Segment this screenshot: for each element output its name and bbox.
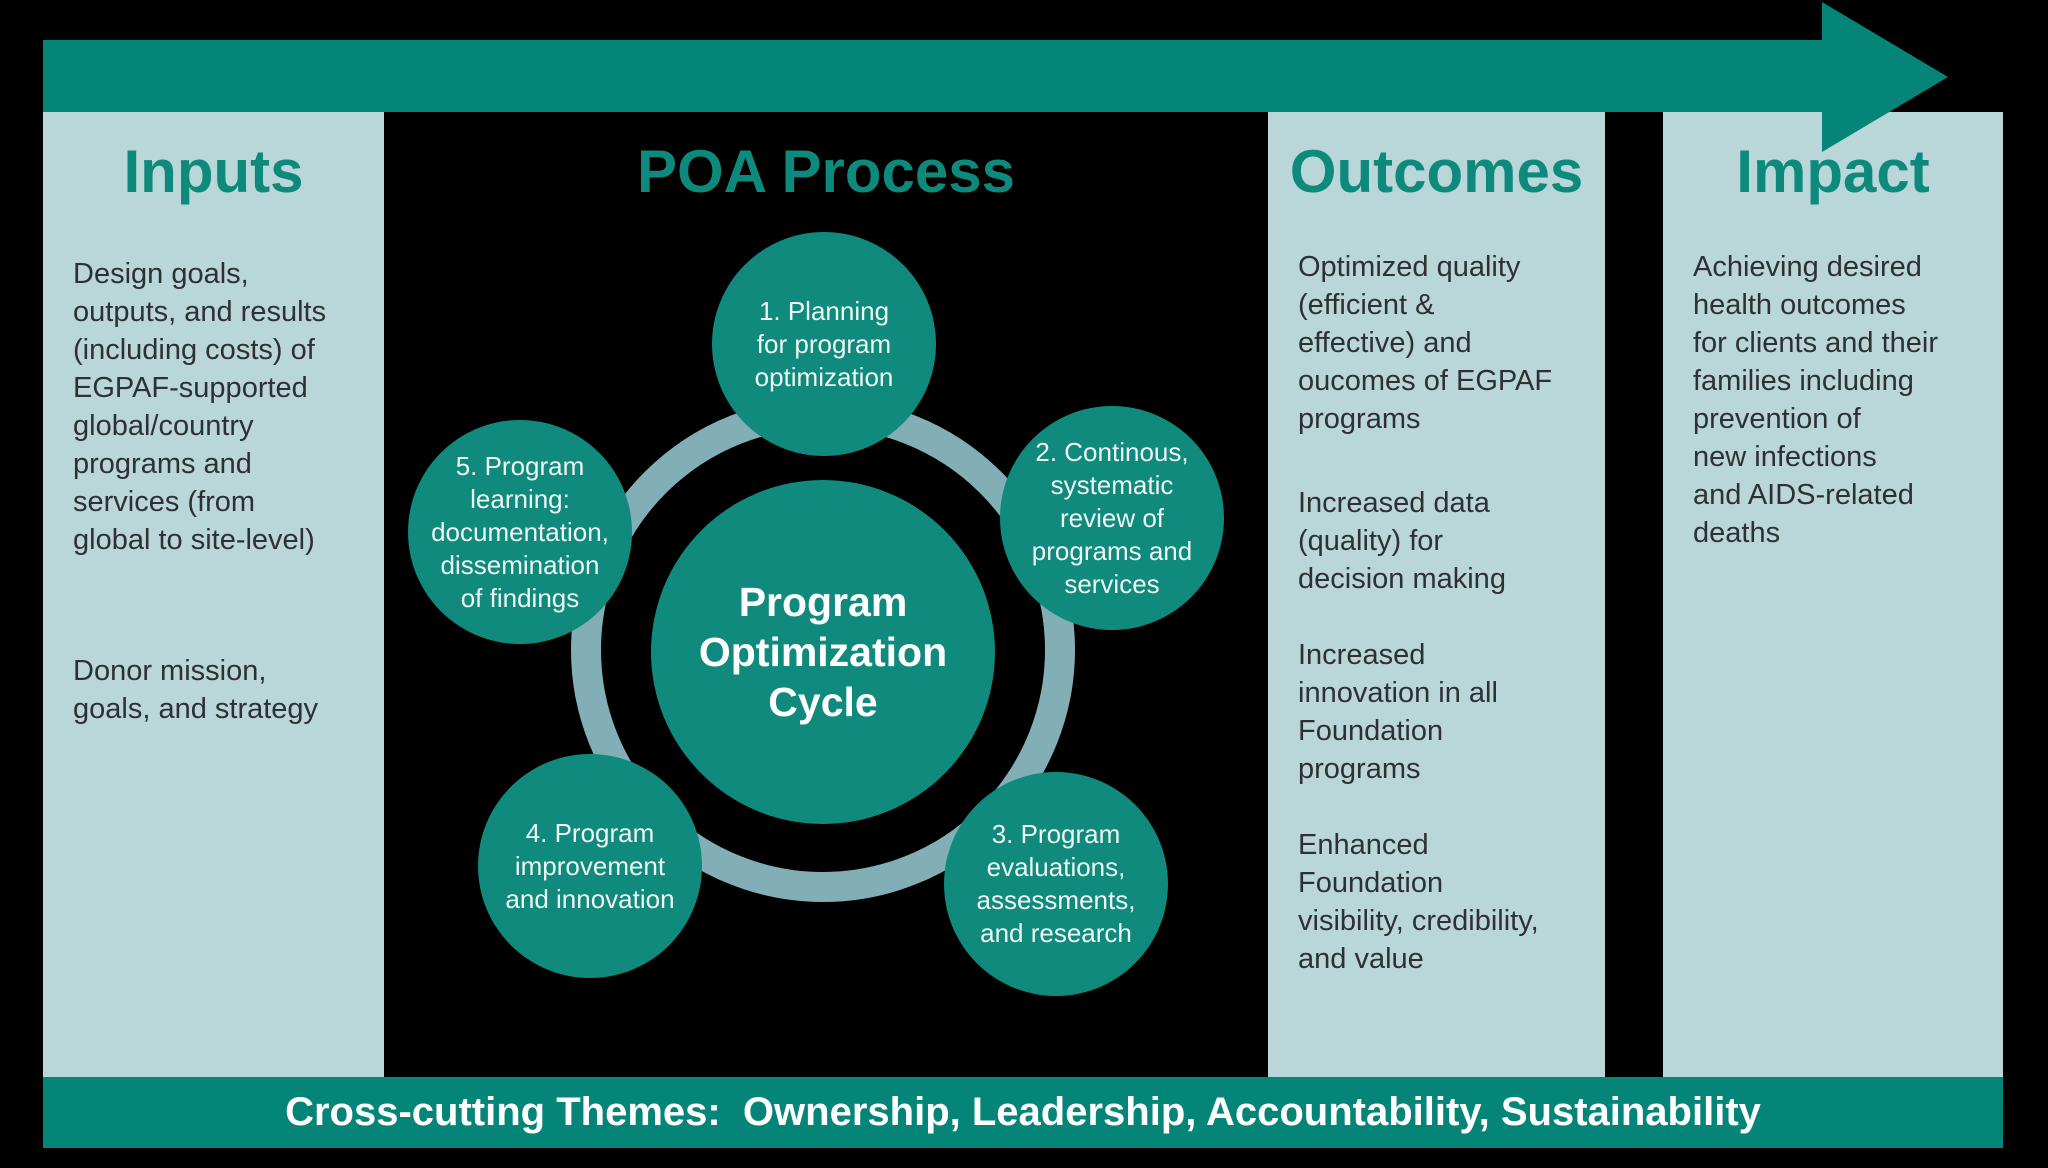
step-circle-2: 2. Continous, systematic review of progr… (1000, 406, 1224, 630)
inputs-paragraph-1: Design goals, outputs, and results (incl… (73, 258, 327, 556)
inputs-paragraph-2: Donor mission, goals, and strategy (73, 655, 319, 725)
impact-paragraph-1: Achieving desired health outcomes for cl… (1693, 251, 1939, 549)
flow-arrow-band (43, 40, 1824, 112)
cross-cutting-themes-banner: Cross-cutting Themes: Ownership, Leaders… (43, 1077, 2003, 1148)
outcomes-paragraph-3: Increased innovation in all Foundation p… (1298, 639, 1498, 785)
step-circle-3: 3. Program evaluations, assessments, and… (944, 772, 1168, 996)
impact-panel: Impact Achieving desired health outcomes… (1663, 112, 2003, 1077)
outcomes-paragraph-1: Optimized quality (efficient & effective… (1298, 251, 1553, 435)
outcomes-paragraph-2: Increased data (quality) for decision ma… (1298, 487, 1506, 595)
outcomes-title: Outcomes (1289, 138, 1584, 205)
step-circle-1: 1. Planning for program optimization (712, 232, 936, 456)
poa-process-title: POA Process (637, 138, 1015, 205)
cross-cutting-themes-text: Cross-cutting Themes: Ownership, Leaders… (285, 1090, 1761, 1134)
inputs-panel: Inputs Design goals, outputs, and result… (43, 112, 384, 1077)
flow-arrow-head-icon (1822, 2, 1948, 152)
cycle-center-circle: Program Optimization Cycle (651, 480, 995, 824)
outcomes-panel: Outcomes Optimized quality (efficient & … (1268, 112, 1605, 1077)
inputs-title: Inputs (123, 138, 304, 205)
step-circle-4: 4. Program improvement and innovation (478, 754, 702, 978)
outcomes-paragraph-4: Enhanced Foundation visibility, credibil… (1298, 829, 1539, 975)
step-circle-5: 5. Program learning: documentation, diss… (408, 420, 632, 644)
